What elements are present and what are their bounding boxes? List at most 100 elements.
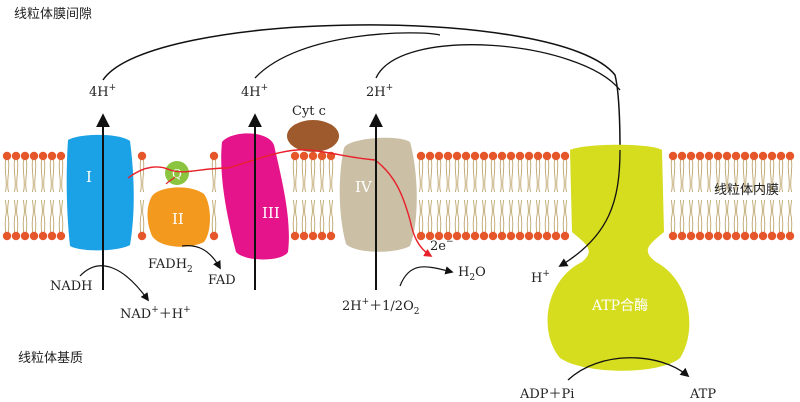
ubiquinone-q: Q xyxy=(165,161,189,185)
lipid-tail xyxy=(562,159,565,193)
lipid-tail xyxy=(493,159,496,193)
lipid-head xyxy=(560,231,570,241)
lipid-tail xyxy=(736,199,739,233)
lipid-head xyxy=(2,151,12,161)
lipid-head xyxy=(767,151,777,161)
lipid-tail xyxy=(718,159,721,193)
lipid-head xyxy=(686,231,696,241)
lipid-head xyxy=(497,151,507,161)
lipid-tail xyxy=(49,199,52,233)
lipid-tail xyxy=(4,159,7,193)
proton-influx-arrow xyxy=(558,149,621,267)
lipid-tail xyxy=(736,159,739,193)
lipid-tail xyxy=(301,199,304,233)
lipid-tail xyxy=(790,159,793,193)
lipid-tail xyxy=(214,159,217,193)
complex-ii: II xyxy=(147,187,210,247)
lipid-tail xyxy=(331,159,334,193)
inner-membrane-label: 线粒体内膜 xyxy=(714,182,779,198)
lipid-tail xyxy=(502,159,505,193)
matrix-label: 线粒体基质 xyxy=(18,351,83,366)
lipid-tail xyxy=(475,199,478,233)
lipid-tail xyxy=(754,159,757,193)
lipid-tail xyxy=(556,199,559,233)
lipid-head xyxy=(695,231,705,241)
lipid-tail xyxy=(772,199,775,233)
lipid-tail xyxy=(490,199,493,233)
lipid-head xyxy=(524,231,534,241)
lipid-tail xyxy=(472,159,475,193)
lipid-tail xyxy=(535,199,538,233)
lipid-tail xyxy=(490,159,493,193)
lipid-head xyxy=(434,151,444,161)
lipid-head xyxy=(740,231,750,241)
nadh-label: NADH xyxy=(50,279,93,294)
lipid-tail xyxy=(25,159,28,193)
lipid-tail xyxy=(769,159,772,193)
lipid-tail xyxy=(724,159,727,193)
lipid-tail xyxy=(754,199,757,233)
cyt-c-label: Cyt c xyxy=(292,104,326,119)
lipid-head xyxy=(470,151,480,161)
complex-iii-label: III xyxy=(262,204,280,222)
lipid-tail xyxy=(499,159,502,193)
lipid-head xyxy=(785,231,795,241)
lipid-head xyxy=(686,151,696,161)
fadh2-label: FADH2 xyxy=(148,257,193,275)
proton-return-curve-outer xyxy=(102,24,621,151)
proton-return-curve-inner xyxy=(375,44,621,91)
lipid-head xyxy=(785,151,795,161)
lipid-head xyxy=(317,231,327,241)
lipid-head xyxy=(542,231,552,241)
lipid-tail xyxy=(481,159,484,193)
lipid-head xyxy=(704,151,714,161)
intermembrane-space-label: 线粒体膜间隙 xyxy=(14,7,92,22)
lipid-tail xyxy=(304,199,307,233)
lipid-head xyxy=(209,151,219,161)
lipid-head xyxy=(11,231,21,241)
lipid-head xyxy=(47,151,57,161)
lipid-tail xyxy=(502,199,505,233)
lipid-tail xyxy=(322,159,325,193)
lipid-head xyxy=(443,151,453,161)
lipid-tail xyxy=(508,159,511,193)
lipid-head xyxy=(461,231,471,241)
lipid-head xyxy=(542,151,552,161)
lipid-tail xyxy=(211,199,214,233)
lipid-tail xyxy=(313,199,316,233)
lipid-tail xyxy=(670,159,673,193)
lipid-tail xyxy=(790,199,793,233)
lipid-head xyxy=(29,151,39,161)
lipid-head xyxy=(137,231,147,241)
lipid-tail xyxy=(430,199,433,233)
lipid-head xyxy=(488,151,498,161)
lipid-tail xyxy=(787,159,790,193)
lipid-tail xyxy=(742,199,745,233)
lipid-tail xyxy=(421,199,424,233)
lipid-tail xyxy=(454,159,457,193)
lipid-head xyxy=(668,231,678,241)
lipid-tail xyxy=(436,199,439,233)
lipid-tail xyxy=(40,199,43,233)
lipid-head xyxy=(524,151,534,161)
lipid-tail xyxy=(448,199,451,233)
lipid-head xyxy=(56,231,66,241)
lipid-tail xyxy=(547,199,550,233)
lipid-tail xyxy=(520,159,523,193)
lipid-tail xyxy=(751,199,754,233)
lipid-tail xyxy=(40,159,43,193)
lipid-head xyxy=(506,151,516,161)
fad-label: FAD xyxy=(208,273,236,288)
lipid-head xyxy=(2,231,12,241)
atp-synthase-label: ATP合酶 xyxy=(591,298,648,314)
lipid-tail xyxy=(301,159,304,193)
lipid-tail xyxy=(322,199,325,233)
lipid-tail xyxy=(697,159,700,193)
nad-label: NAD+＋H+ xyxy=(120,305,191,322)
lipid-tail xyxy=(31,199,34,233)
proton-label-i: 4H+ xyxy=(89,83,116,100)
lipid-tail xyxy=(679,159,682,193)
lipid-head xyxy=(713,151,723,161)
lipid-head xyxy=(443,231,453,241)
